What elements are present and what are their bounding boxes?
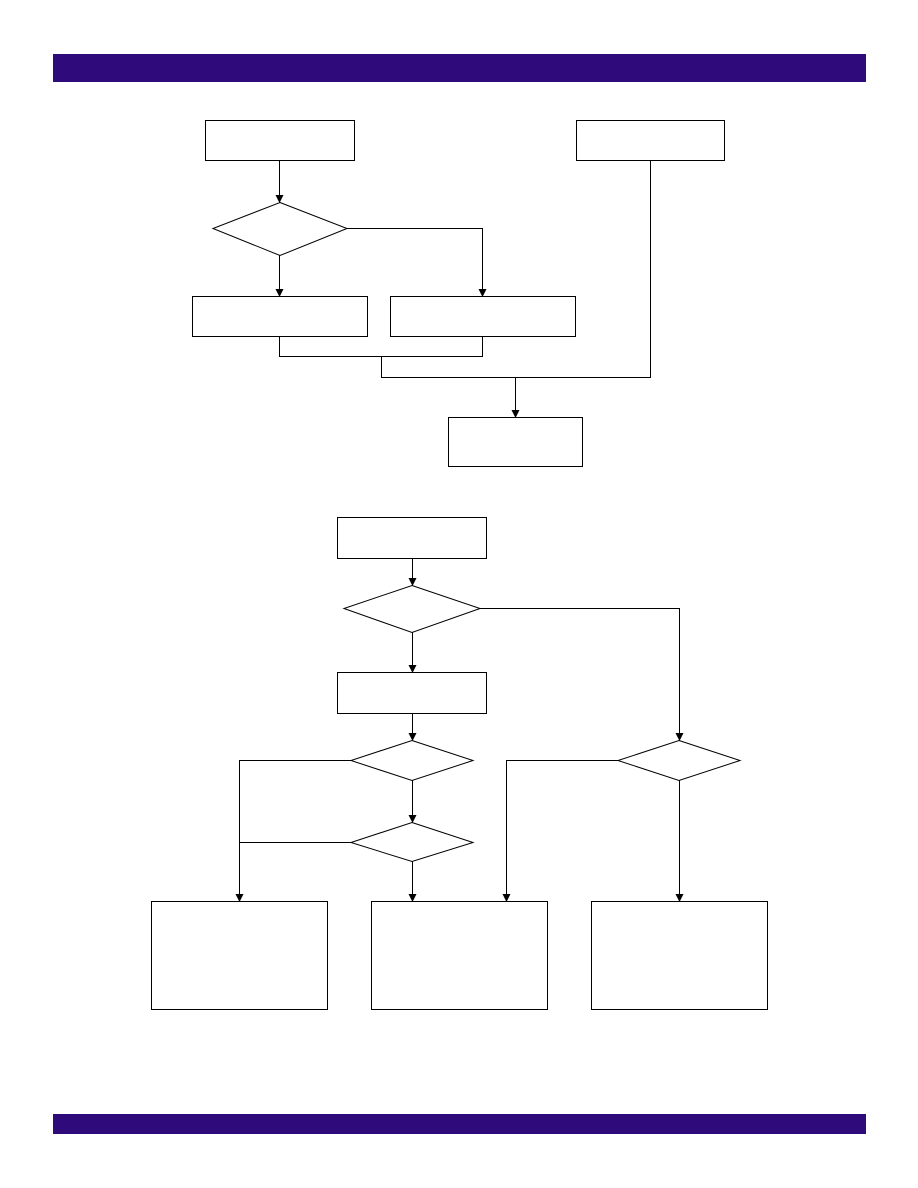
arrowhead bbox=[408, 894, 417, 902]
node-b3 bbox=[151, 901, 328, 1010]
node-b1 bbox=[337, 517, 487, 559]
node-a3 bbox=[192, 296, 368, 337]
node-b4 bbox=[371, 901, 548, 1010]
header-band bbox=[53, 54, 866, 82]
node-a-d1 bbox=[211, 201, 349, 257]
arrowhead bbox=[275, 195, 284, 203]
footer-band bbox=[53, 1114, 866, 1134]
node-b-d1 bbox=[342, 584, 482, 634]
arrowhead bbox=[478, 289, 487, 297]
flowchart-upper bbox=[192, 120, 725, 467]
node-a1 bbox=[205, 120, 355, 161]
node-a4 bbox=[390, 296, 576, 337]
edge-d1-d4 bbox=[480, 608, 680, 734]
arrowhead bbox=[408, 665, 417, 673]
edge-d4-b4 bbox=[506, 760, 618, 895]
node-b-d4 bbox=[616, 739, 742, 782]
flowchart-lower bbox=[151, 517, 768, 1010]
arrowhead bbox=[502, 894, 511, 902]
edge-a3-a4-join bbox=[279, 336, 483, 357]
arrowhead bbox=[675, 733, 684, 741]
edge-merge-a2 bbox=[381, 160, 651, 378]
node-a2 bbox=[576, 120, 725, 161]
arrowhead bbox=[511, 410, 520, 418]
node-b5 bbox=[591, 901, 768, 1010]
node-b2 bbox=[337, 672, 487, 714]
arrowhead bbox=[275, 289, 284, 297]
arrowhead bbox=[408, 578, 417, 586]
arrowhead bbox=[235, 894, 244, 902]
arrowhead bbox=[408, 733, 417, 741]
node-b-d2 bbox=[349, 739, 475, 782]
node-a5 bbox=[448, 417, 583, 467]
edge-d2-b3 bbox=[239, 760, 351, 895]
arrowhead bbox=[675, 894, 684, 902]
arrowhead bbox=[408, 815, 417, 823]
edge-d1-a4 bbox=[347, 228, 483, 290]
node-b-d3 bbox=[349, 821, 475, 863]
